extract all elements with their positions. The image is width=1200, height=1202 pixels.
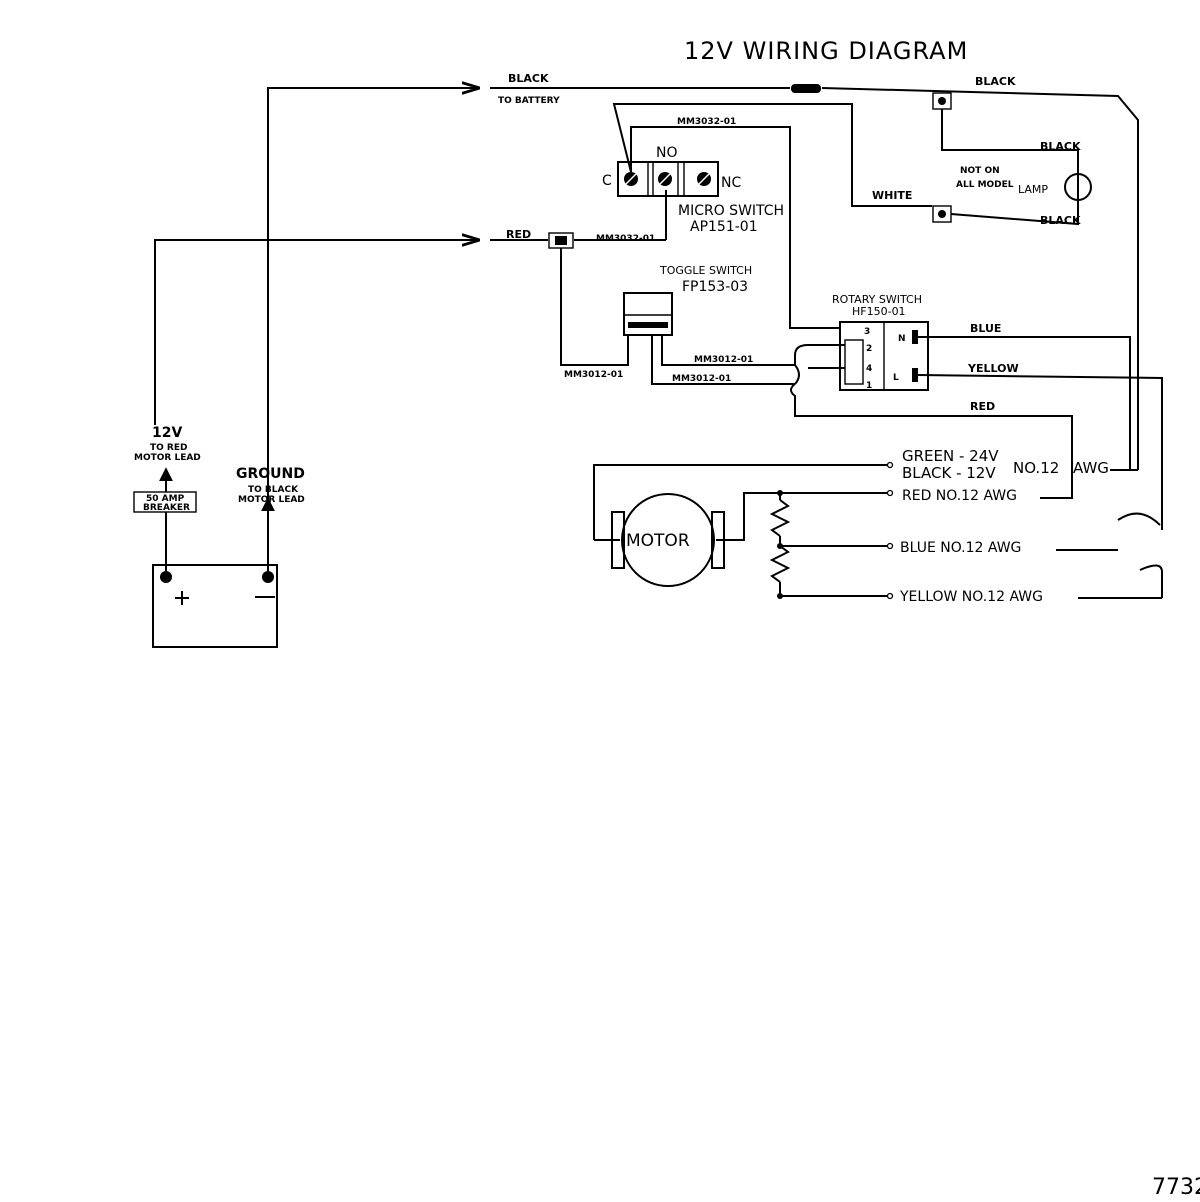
rotary-output-wires: [917, 336, 1163, 530]
toggle-switch-part: FP153-03: [682, 279, 748, 295]
lamp-label: LAMP: [1018, 183, 1048, 196]
micro-switch-c: C: [602, 173, 612, 189]
ground-feed-wire: [267, 88, 478, 555]
motor-return-wires: [1056, 512, 1163, 599]
label-black-lamp-right: BLACK: [1040, 140, 1081, 153]
red-feed-wire: [490, 190, 667, 241]
terminal-nc: [697, 172, 711, 186]
label-red-motor: RED: [970, 400, 995, 413]
lamp-icon: [1064, 173, 1092, 201]
label-mm3032-top: MM3032-01: [677, 117, 736, 127]
rotary-switch-name: ROTARY SWITCH: [832, 293, 922, 306]
label-to-black-1: TO BLACK: [248, 485, 299, 495]
label-mm3012-left: MM3012-01: [564, 370, 623, 380]
rotary-pin1: 1: [866, 381, 872, 391]
label-to-red-2: MOTOR LEAD: [134, 453, 201, 463]
battery: [152, 564, 278, 648]
rotary-crossover-wires: [790, 344, 1073, 499]
label-black-lamp-bottom: BLACK: [1040, 214, 1081, 227]
lamp-note-2: ALL MODEL: [956, 180, 1014, 190]
terminal-no: [658, 172, 672, 186]
breaker-label-1: 50 AMP: [146, 494, 185, 504]
breaker-box: [133, 491, 197, 513]
label-white: WHITE: [872, 189, 912, 202]
figure-number: 7732: [1152, 1175, 1200, 1200]
label-mm3012-mid1: MM3012-01: [694, 355, 753, 365]
rotary-switch-part: HF150-01: [852, 305, 906, 318]
micro-switch-part: AP151-01: [690, 219, 758, 235]
label-yellow: YELLOW: [967, 362, 1019, 375]
red-connector: [548, 232, 574, 249]
label-mm3032-red: MM3032-01: [596, 234, 655, 244]
micro-switch-no: NO: [656, 145, 678, 161]
battery-leads: [159, 467, 275, 571]
breaker-label-2: BREAKER: [143, 503, 190, 513]
micro-switch-nc: NC: [721, 175, 741, 191]
motor-blue: BLUE NO.12 AWG: [900, 540, 1021, 556]
label-blue: BLUE: [970, 322, 1001, 335]
label-to-battery: TO BATTERY: [498, 96, 560, 106]
label-mm3012-mid2: MM3012-01: [672, 374, 731, 384]
label-black-top: BLACK: [508, 72, 549, 85]
motor-no12-top: NO.12: [1013, 459, 1059, 477]
micro-switch-name: MICRO SWITCH: [678, 203, 784, 219]
motor-frame-wire: [593, 464, 888, 541]
label-to-black-2: MOTOR LEAD: [238, 495, 305, 505]
label-red-feed: RED: [506, 228, 531, 241]
label-to-red-1: TO RED: [150, 443, 187, 453]
toggle-switch-name: TOGGLE SWITCH: [659, 264, 752, 277]
toggle-switch: [623, 292, 673, 336]
micro-switch: [617, 161, 719, 197]
rotary-pin2: 2: [866, 344, 872, 354]
diagram-title: 12V WIRING DIAGRAM: [684, 37, 968, 65]
lamp-note-1: NOT ON: [960, 166, 1000, 176]
lamp-connector-top: [932, 92, 952, 110]
rotary-n: N: [898, 334, 906, 344]
motor-yellow: YELLOW NO.12 AWG: [899, 589, 1043, 605]
resistor-ladder: [769, 490, 888, 599]
battery-positive-post: [160, 571, 172, 583]
battery-negative-post: [262, 571, 274, 583]
motor-terminals: [886, 461, 894, 600]
motor-label: MOTOR: [626, 531, 690, 551]
label-12v: 12V: [152, 425, 182, 441]
motor-red: RED NO.12 AWG: [902, 488, 1017, 504]
label-black-lamp-top: BLACK: [975, 75, 1016, 88]
motor-icon: [611, 493, 725, 587]
inline-fuse: [791, 84, 821, 93]
micro-c-wire: [612, 103, 932, 329]
rotary-pin4: 4: [866, 364, 872, 374]
positive-feed-wire: [154, 240, 478, 425]
motor-awg-top: AWG: [1073, 459, 1109, 477]
motor-green: GREEN - 24V: [902, 447, 999, 465]
toggle-wires: [560, 248, 795, 385]
terminal-c: [624, 172, 638, 186]
rotary-switch: [839, 321, 929, 391]
rotary-pin3: 3: [864, 327, 870, 337]
label-ground: GROUND: [236, 466, 305, 482]
rotary-l: L: [893, 373, 899, 383]
black-battery-wire: [490, 84, 1139, 471]
lamp-wires: [941, 109, 1079, 226]
motor-black: BLACK - 12V: [902, 464, 996, 482]
lamp-connector-bottom: [932, 205, 952, 223]
